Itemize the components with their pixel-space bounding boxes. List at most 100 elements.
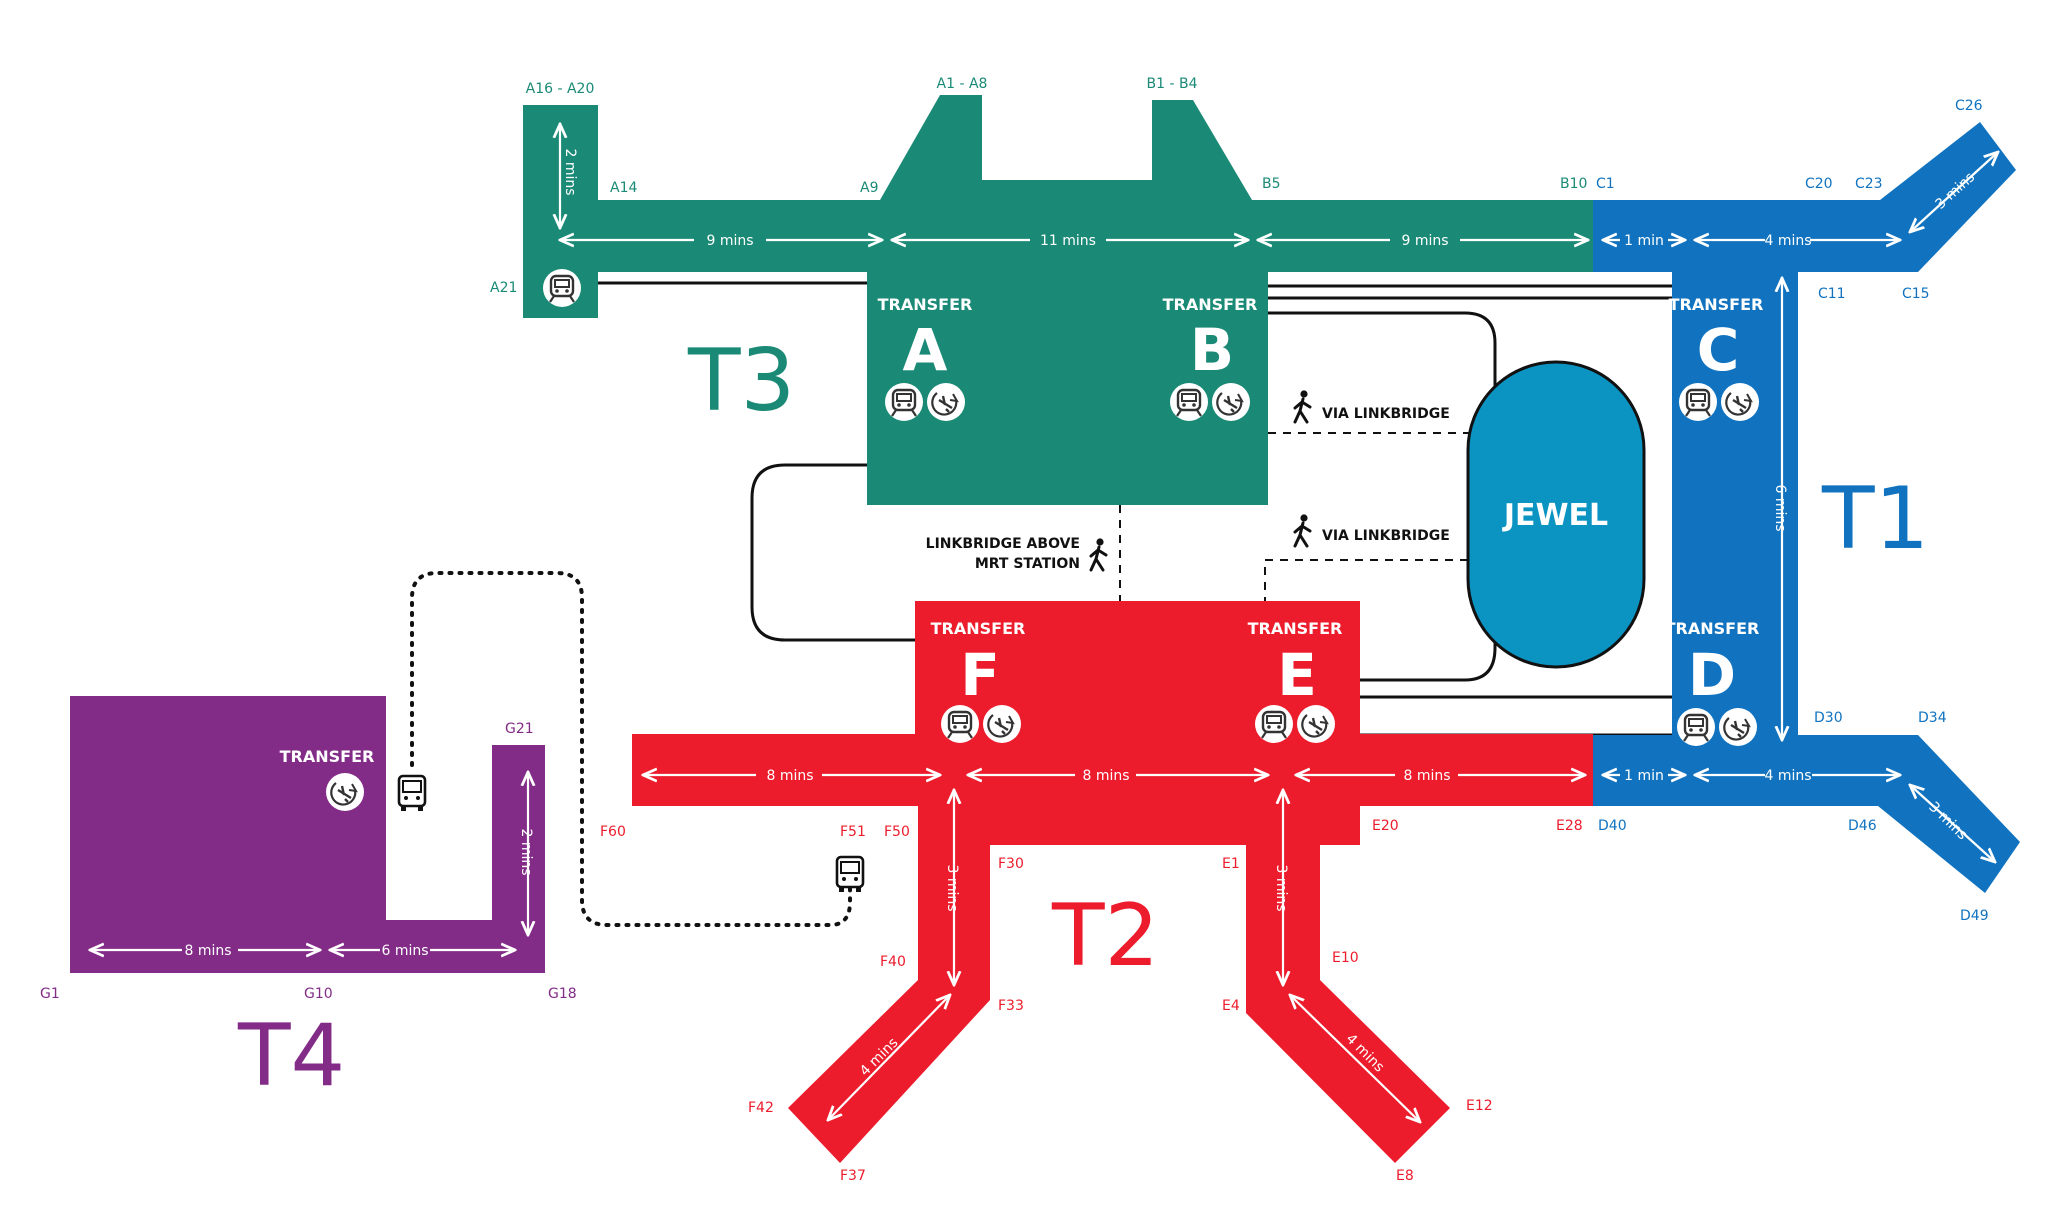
svg-text:A9: A9 xyxy=(860,180,878,196)
walk-time-lines xyxy=(90,124,1998,1122)
svg-text:C23: C23 xyxy=(1855,176,1883,192)
transfer-plane-icon xyxy=(1717,706,1759,748)
svg-text:F40: F40 xyxy=(880,954,906,970)
svg-text:E: E xyxy=(1277,641,1317,709)
svg-text:C20: C20 xyxy=(1805,176,1833,192)
svg-text:B5: B5 xyxy=(1262,176,1281,192)
jewel-label: JEWEL xyxy=(1502,498,1608,533)
time-f-west: 8 mins xyxy=(766,768,813,784)
jewel-building xyxy=(1466,360,1646,669)
t3-terminal-shape xyxy=(523,95,1593,505)
svg-text:G18: G18 xyxy=(548,986,577,1002)
time-d-pier: 4 mins xyxy=(1764,768,1811,784)
t4-terminal-shape xyxy=(70,696,545,973)
gate-labels-t3: A16 - A20 A14 A21 A9 A1 - A8 B1 - B4 B5 … xyxy=(490,76,1587,296)
transfer-e: TRANSFER E xyxy=(1248,619,1343,745)
pedestrian-icon xyxy=(1293,512,1312,548)
svg-text:E20: E20 xyxy=(1372,818,1399,834)
train-icon xyxy=(883,381,925,423)
transfer-plane-icon xyxy=(1719,381,1761,423)
transfer-f: TRANSFER F xyxy=(931,619,1026,745)
time-cd: 6 mins xyxy=(1772,484,1788,531)
linkbridge-paths xyxy=(1119,432,1472,605)
time-e-east: 8 mins xyxy=(1403,768,1450,784)
svg-text:TRANSFER: TRANSFER xyxy=(878,295,973,314)
svg-text:C: C xyxy=(1697,316,1740,384)
svg-text:D40: D40 xyxy=(1598,818,1627,834)
train-icon xyxy=(1677,381,1719,423)
time-f-south: 3 mins xyxy=(944,864,960,911)
svg-text:TRANSFER: TRANSFER xyxy=(1163,295,1258,314)
bus-icon xyxy=(835,855,865,894)
time-fe: 8 mins xyxy=(1082,768,1129,784)
t2-terminal-shape xyxy=(632,601,1593,1163)
svg-text:B1 - B4: B1 - B4 xyxy=(1147,76,1198,92)
svg-text:A1 - A8: A1 - A8 xyxy=(937,76,988,92)
time-g-arm: 2 mins xyxy=(518,828,534,875)
svg-text:F50: F50 xyxy=(884,824,910,840)
svg-text:C15: C15 xyxy=(1902,286,1930,302)
svg-text:A21: A21 xyxy=(490,280,517,296)
shuttle-route xyxy=(410,571,852,927)
transfer-t4: TRANSFER xyxy=(280,747,375,813)
time-ab: 11 mins xyxy=(1040,233,1096,249)
svg-text:F51: F51 xyxy=(840,824,866,840)
svg-text:A14: A14 xyxy=(610,180,637,196)
terminal-label-t4: T4 xyxy=(237,1006,345,1106)
svg-text:D: D xyxy=(1688,641,1736,709)
train-icon xyxy=(939,703,981,745)
svg-text:F33: F33 xyxy=(998,998,1024,1014)
svg-text:TRANSFER: TRANSFER xyxy=(1248,619,1343,638)
svg-text:TRANSFER: TRANSFER xyxy=(280,747,375,766)
svg-text:D46: D46 xyxy=(1848,818,1877,834)
transfer-d: TRANSFER D xyxy=(1665,619,1759,748)
pedestrian-icon xyxy=(1089,536,1108,572)
svg-text:F37: F37 xyxy=(840,1168,866,1184)
mrt-linkbridge-line1: LINKBRIDGE ABOVE xyxy=(926,536,1080,552)
svg-text:C1: C1 xyxy=(1596,176,1615,192)
svg-text:F30: F30 xyxy=(998,856,1024,872)
svg-text:D49: D49 xyxy=(1960,908,1989,924)
svg-text:D34: D34 xyxy=(1918,710,1947,726)
transfer-b: TRANSFER B xyxy=(1163,295,1258,423)
svg-text:G1: G1 xyxy=(40,986,60,1002)
time-g-mid: 6 mins xyxy=(381,943,428,959)
train-icon xyxy=(1675,706,1717,748)
time-e-south: 3 mins xyxy=(1273,864,1289,911)
svg-text:F: F xyxy=(960,641,1000,709)
transfer-a: TRANSFER A xyxy=(878,295,973,423)
terminal-label-t2: T2 xyxy=(1051,886,1159,986)
svg-text:E12: E12 xyxy=(1466,1098,1493,1114)
train-icon xyxy=(1168,381,1210,423)
transfer-plane-icon xyxy=(981,703,1023,745)
svg-text:A16 - A20: A16 - A20 xyxy=(526,81,595,97)
time-b10-c1: 1 min xyxy=(1624,233,1664,249)
gate-labels-t1: C1 C20 C23 C26 C11 C15 D30 D34 D40 D46 D… xyxy=(1596,98,1989,924)
gate-labels-t4: G1 G10 G18 G21 xyxy=(40,721,577,1002)
svg-text:C26: C26 xyxy=(1955,98,1983,114)
pedestrian-icon xyxy=(1293,388,1312,424)
svg-text:A: A xyxy=(903,316,948,384)
time-a-pier: 9 mins xyxy=(706,233,753,249)
bus-icon xyxy=(397,774,427,813)
t1-terminal-shape xyxy=(1593,122,2020,893)
svg-text:G21: G21 xyxy=(505,721,534,737)
transfer-plane-icon xyxy=(1210,381,1252,423)
transfer-c: TRANSFER C xyxy=(1669,295,1764,423)
svg-text:E4: E4 xyxy=(1222,998,1240,1014)
time-c-pier: 4 mins xyxy=(1764,233,1811,249)
time-a16-a21: 2 mins xyxy=(562,148,578,195)
linkbridge-lower-label: VIA LINKBRIDGE xyxy=(1322,528,1450,544)
terminal-label-t1: T1 xyxy=(1821,469,1929,569)
svg-text:E8: E8 xyxy=(1396,1168,1414,1184)
transfer-plane-icon xyxy=(1295,703,1337,745)
train-icon xyxy=(1253,703,1295,745)
linkbridge-upper-label: VIA LINKBRIDGE xyxy=(1322,406,1450,422)
svg-text:TRANSFER: TRANSFER xyxy=(931,619,1026,638)
train-icon xyxy=(541,267,583,309)
svg-text:F42: F42 xyxy=(748,1100,774,1116)
svg-text:TRANSFER: TRANSFER xyxy=(1669,295,1764,314)
svg-text:C11: C11 xyxy=(1818,286,1846,302)
time-b-pier: 9 mins xyxy=(1401,233,1448,249)
